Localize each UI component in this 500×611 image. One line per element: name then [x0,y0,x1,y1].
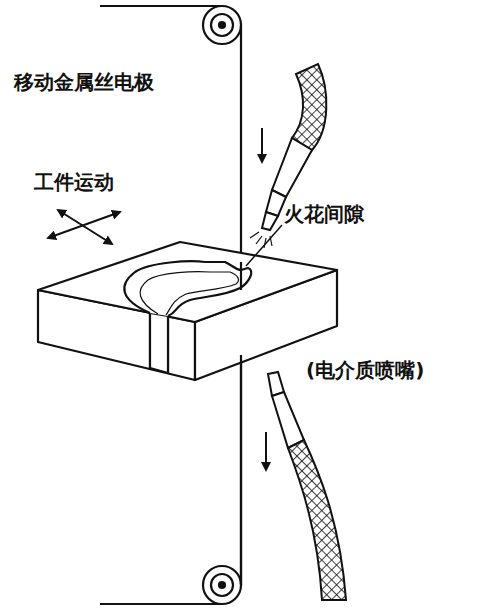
dielectric-nozzle-lower [268,372,346,600]
nozzle-label: (电介质喷嘴) [306,358,424,382]
wire-direction-arrow [265,432,267,470]
wire-direction-arrow [261,128,263,162]
leader-line [246,225,282,266]
pulley-bottom [100,566,241,604]
workpiece-motion-arrows [48,210,120,244]
spark-gap-label: 火花间隙 [284,202,364,226]
workpiece-motion-label: 工件运动 [34,170,114,194]
pulley-top [100,6,241,44]
workpiece [38,242,337,380]
wire-electrode-label: 移动金属丝电极 [14,70,154,94]
